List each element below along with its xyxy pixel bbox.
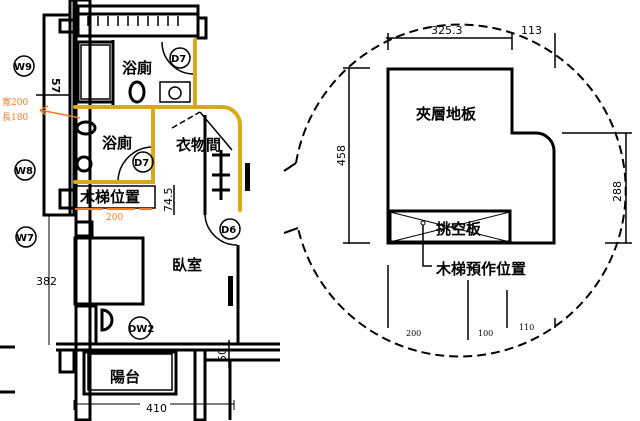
- dim-325-3: 325.3: [431, 24, 463, 37]
- detail-dimension-lines: [343, 33, 632, 328]
- hollow-panel-label: 挑空板: [436, 220, 482, 238]
- dimension-lines: [36, 94, 235, 410]
- door-window-tags: D7 D7 D6 W9 W8 W7 DW2: [13, 47, 241, 340]
- dim-50: 50: [216, 348, 229, 362]
- room-balcony: 陽台: [110, 368, 140, 386]
- tag-w7: W7: [16, 233, 34, 244]
- tag-dw2: DW2: [128, 324, 154, 335]
- tag-d7-upper: D7: [171, 54, 186, 65]
- dim-bottom-200: 200: [406, 329, 421, 338]
- dim-bottom-110: 110: [519, 323, 534, 332]
- yellow-highlight-walls: [73, 38, 242, 212]
- wall-structure: [0, 0, 280, 421]
- annotation-length: 長180: [2, 112, 28, 123]
- dim-bottom-100: 100: [478, 329, 493, 338]
- dim-288: 288: [611, 181, 624, 202]
- mezzanine-floor-label: 夾層地板: [416, 105, 477, 123]
- mezzanine-outline: [386, 67, 556, 340]
- tag-d7-lower: D7: [134, 158, 149, 169]
- stair-position-label: 木梯位置: [79, 188, 140, 206]
- room-bathroom-upper: 浴廁: [122, 59, 152, 77]
- stair-reserved-label: 木梯預作位置: [435, 260, 526, 278]
- dim-458: 458: [335, 145, 348, 166]
- room-bedroom: 臥室: [172, 256, 202, 274]
- dim-113: 113: [521, 24, 542, 37]
- room-bathroom-lower: 浴廁: [102, 134, 132, 152]
- dim-410: 410: [146, 402, 167, 415]
- detail-circle: [283, 23, 627, 358]
- dim-382: 382: [36, 275, 57, 288]
- dim-74-5: 74.5: [162, 188, 175, 213]
- orange-annotation: 寬200 長180 200: [2, 96, 152, 223]
- tag-d6: D6: [221, 225, 236, 236]
- room-closet: 衣物間: [176, 136, 221, 154]
- tag-w9: W9: [14, 62, 32, 73]
- stair-width-label: 200: [106, 213, 123, 223]
- dim-57: 57: [49, 78, 62, 93]
- annotation-width: 寬200: [2, 96, 28, 108]
- tag-w8: W8: [15, 166, 33, 177]
